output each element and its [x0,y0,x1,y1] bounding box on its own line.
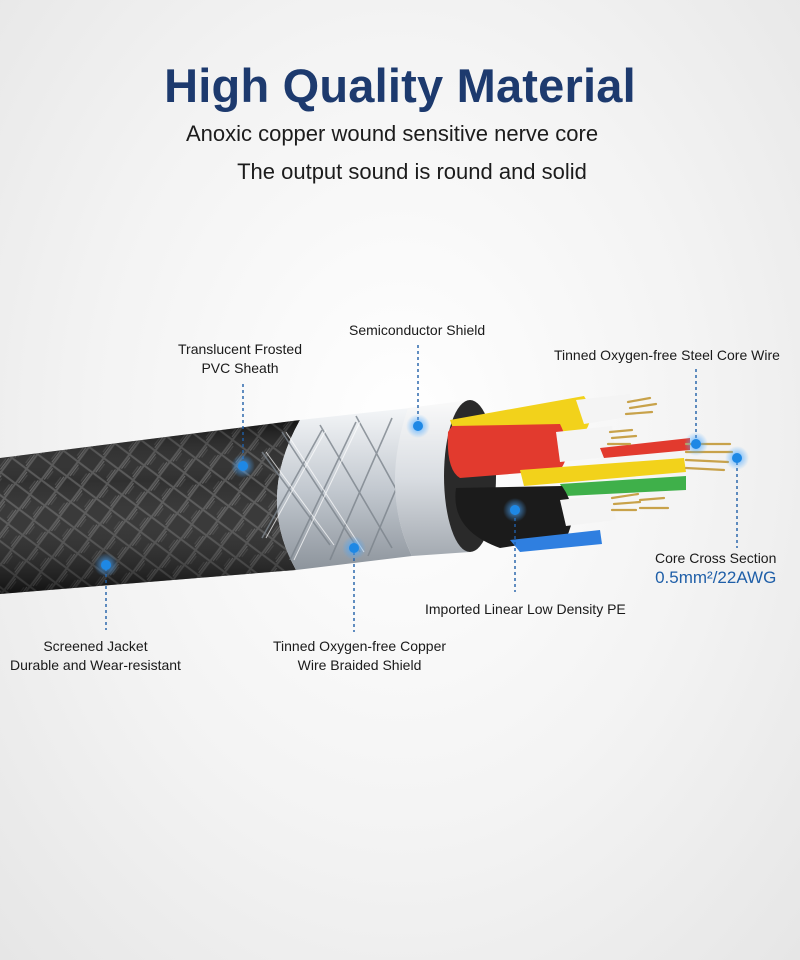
label-screened-jacket-line1: Screened Jacket [43,638,148,654]
label-braided-shield: Tinned Oxygen-free Copper Wire Braided S… [273,637,446,675]
label-pvc-sheath-line2: PVC Sheath [201,360,279,376]
page-title: High Quality Material [164,59,636,112]
label-pvc-sheath: Translucent Frosted PVC Sheath [178,340,302,378]
copper-braided-shield [261,408,412,570]
subtitle-sound: The output sound is round and solid [237,159,587,184]
label-braided-shield-line1: Tinned Oxygen-free Copper [273,638,447,654]
label-pvc-sheath-line1: Translucent Frosted [178,341,302,357]
marker-semiconductor [406,414,430,438]
label-screened-jacket: Screened Jacket Durable and Wear-resista… [10,637,181,675]
label-steel-core-wire: Tinned Oxygen-free Steel Core Wire [554,347,780,363]
label-core-cross-section: Core Cross Section 0.5mm²/22AWG [655,549,776,587]
label-braided-shield-line2: Wire Braided Shield [297,657,422,673]
marker-braided-shield [342,536,366,560]
marker-pvc-sheath [231,454,255,478]
label-core-cross-section-line1: Core Cross Section [655,550,777,566]
inner-wires [447,394,734,552]
markers [94,414,749,577]
marker-steel-core [684,432,708,456]
braided-jacket [0,420,300,594]
subtitle-core: Anoxic copper wound sensitive nerve core [185,121,599,146]
marker-linear-pe [503,498,527,522]
label-core-awg: 0.5mm²/22AWG [655,568,777,587]
marker-screened-jacket [94,553,118,577]
leader-lines [105,345,738,632]
marker-cross-section [725,446,749,470]
label-linear-pe: Imported Linear Low Density PE [425,601,626,617]
label-semiconductor-shield: Semiconductor Shield [349,322,486,338]
label-screened-jacket-line2: Durable and Wear-resistant [10,657,181,673]
